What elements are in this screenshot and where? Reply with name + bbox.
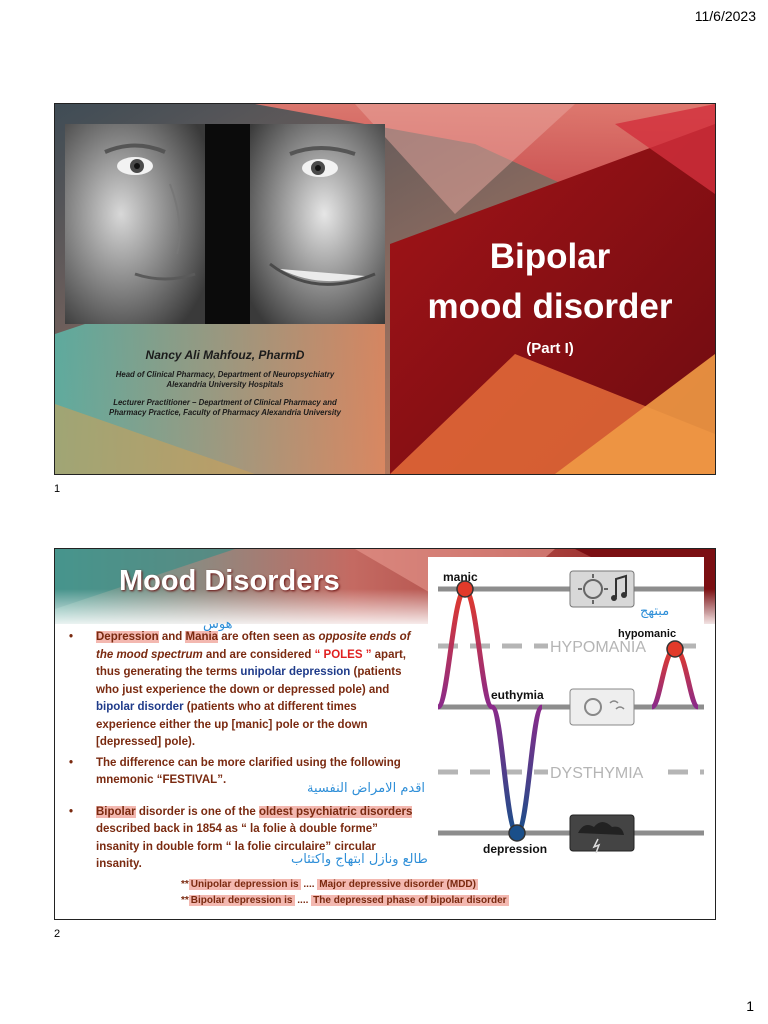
term-unipolar: unipolar depression	[240, 666, 351, 678]
text-emphasis: opposite ends of the mood spectrum	[96, 631, 411, 661]
label-hypomanic: hypomanic	[618, 628, 676, 640]
arabic-annotation-mania: هوس	[203, 617, 233, 632]
affiliation-line: Lecturer Practitioner – Department of Cl…	[113, 398, 337, 407]
text: The depressed phase of bipolar disorder	[311, 895, 509, 906]
page-number: 1	[746, 998, 754, 1014]
faces-image	[65, 124, 385, 324]
text: Unipolar depression is	[188, 879, 301, 890]
text: ....	[300, 879, 318, 890]
text: (patients who at different times experie…	[96, 701, 368, 748]
title-line: Bipolar	[489, 237, 611, 276]
title-line: mood disorder	[427, 287, 673, 326]
label-manic: manic	[443, 570, 478, 584]
sun-cloud-icon	[569, 688, 635, 726]
text: **	[181, 879, 189, 890]
term-mania: Mania	[185, 631, 219, 643]
sun-music-icon	[569, 570, 635, 608]
term-bipolar: Bipolar	[96, 805, 136, 818]
text: apart, thus generating the terms	[96, 648, 406, 679]
mood-spectrum-diagram: manic hypomanic HYPOMANIA euthymia DYSTH…	[428, 557, 704, 862]
term-bipolar: bipolar disorder	[96, 701, 184, 713]
label-dysthymia: DYSTHYMIA	[550, 765, 644, 782]
slide-1-background	[55, 104, 715, 474]
text: and are considered	[202, 648, 315, 661]
arabic-annotation-oldest: اقدم الامراض النفسية	[307, 781, 426, 796]
slide-1-subtitle: (Part I)	[526, 340, 574, 357]
slide-1: Nancy Ali Mahfouz, PharmD Head of Clinic…	[54, 103, 716, 475]
text: (patients who just experience the down o…	[96, 666, 402, 696]
hypomanic-point	[666, 640, 684, 658]
footnote: **Unipolar depression is .... Major depr…	[181, 877, 509, 893]
label-hypomania: HYPOMANIA	[550, 639, 646, 656]
depression-point	[508, 824, 526, 842]
text: ....	[294, 895, 312, 906]
text: and	[158, 631, 186, 643]
slide-number: 2	[54, 928, 61, 940]
text: are often seen as	[218, 631, 319, 643]
bullet-item: • Bipolar disorder is one of the oldest …	[69, 805, 413, 870]
arabic-annotation-updown: طالع ونازل ابتهاج واكتئاب	[291, 852, 428, 867]
author-block: Nancy Ali Mahfouz, PharmD Head of Clinic…	[65, 348, 385, 418]
term-depression: Depression	[96, 631, 159, 643]
term-oldest: oldest psychiatric disorders	[258, 805, 413, 818]
label-depression: depression	[483, 842, 547, 856]
text: disorder is one of the	[135, 805, 259, 818]
text: The difference can be more clarified usi…	[96, 756, 401, 787]
text: described back in 1854 as “ la folie à d…	[96, 823, 378, 870]
footnotes: **Unipolar depression is .... Major depr…	[181, 877, 509, 909]
affiliation-line: Alexandria University Hospitals	[166, 380, 284, 389]
text: Bipolar depression is	[188, 895, 295, 906]
text: **	[181, 895, 189, 906]
slide-2-title: Mood Disorders	[119, 565, 340, 597]
two-faces-photo	[65, 124, 385, 324]
text: Major depressive disorder (MDD)	[317, 879, 478, 890]
label-euthymia: euthymia	[491, 688, 544, 702]
bullet-item: • The difference can be more clarified u…	[69, 756, 401, 787]
arabic-annotation-elated: مبتهج	[640, 604, 670, 619]
footnote: **Bipolar depression is .... The depress…	[181, 893, 509, 909]
bullet-item: • Depression and Mania are often seen as…	[69, 631, 411, 748]
slide-1-title: Bipolar mood disorder	[407, 232, 693, 332]
slide-number: 1	[54, 483, 61, 495]
storm-cloud-icon	[569, 814, 635, 854]
affiliation-line: Head of Clinical Pharmacy, Department of…	[115, 370, 335, 379]
manic-point	[456, 580, 474, 598]
term-poles: “ POLES ”	[314, 648, 372, 661]
author-name: Nancy Ali Mahfouz, PharmD	[145, 348, 305, 362]
bullet-list: • Depression and Mania are often seen as…	[67, 629, 417, 877]
header-date: 11/6/2023	[694, 8, 756, 24]
slide-2: Mood Disorders هوس • Depression and Mani…	[54, 548, 716, 920]
affiliation-line: Pharmacy Practice, Faculty of Pharmacy A…	[109, 408, 341, 417]
